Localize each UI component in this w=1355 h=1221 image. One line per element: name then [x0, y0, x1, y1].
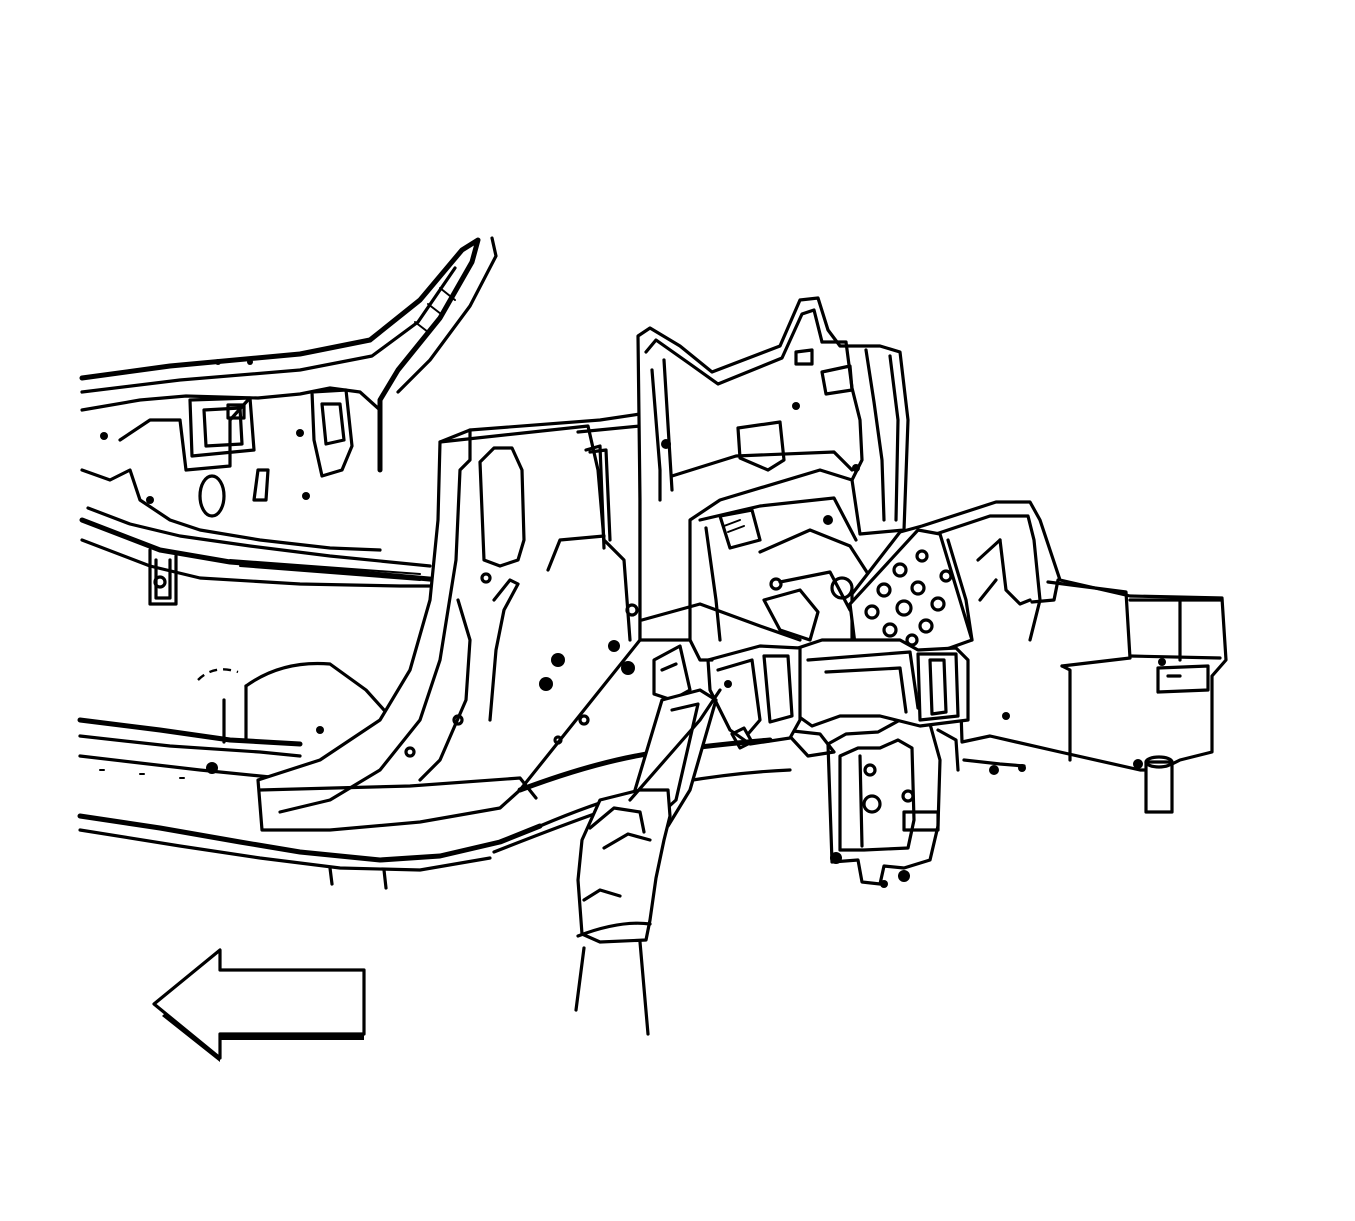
front-frame-rail — [640, 500, 1228, 888]
rocker-panel — [77, 661, 543, 890]
direction-arrow — [152, 948, 366, 1062]
windshield-pillar — [79, 236, 498, 473]
gloved-hand — [574, 688, 722, 1036]
strut-tower — [636, 296, 910, 642]
hinge-pillar — [256, 412, 652, 832]
dash-panel — [79, 359, 443, 606]
